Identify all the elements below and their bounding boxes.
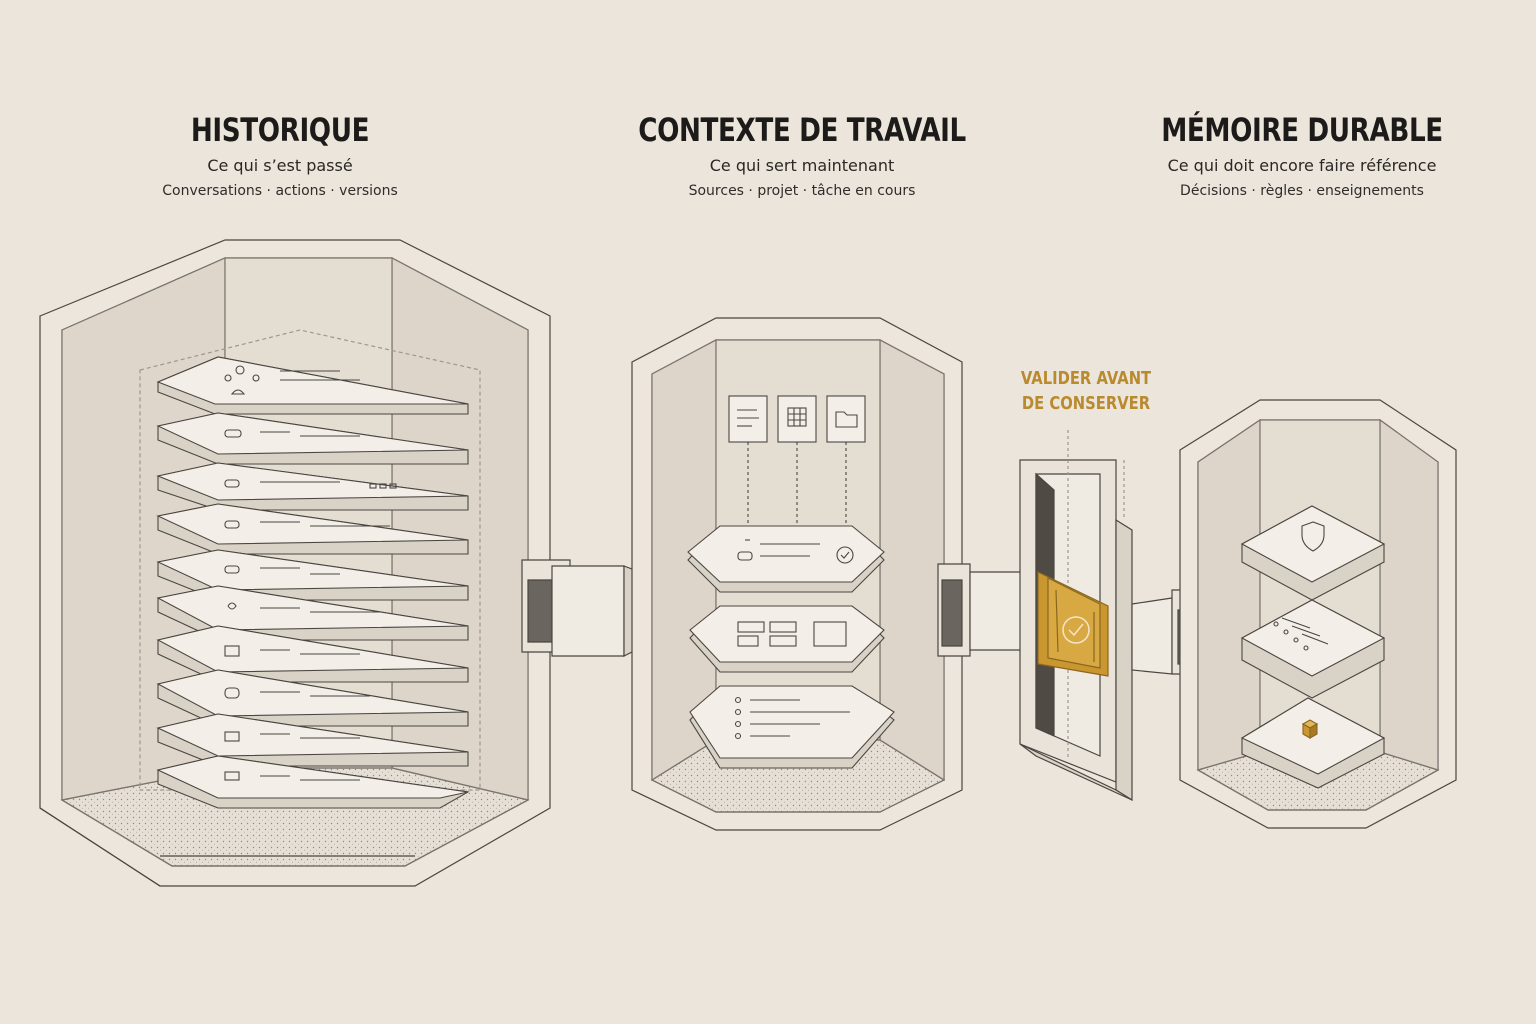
- history-tray-stack: [156, 356, 470, 809]
- grid-icon: [777, 395, 817, 443]
- memory-layer-rules: [1240, 505, 1386, 601]
- memory-layer-lessons: [1240, 697, 1386, 789]
- contexte-title: CONTEXTE DE TRAVAIL: [638, 111, 966, 149]
- contexte-heading: CONTEXTE DE TRAVAIL Ce qui sert maintena…: [572, 108, 1032, 199]
- memoire-subtitle: Ce qui doit encore faire référence: [1167, 156, 1437, 175]
- context-tray-project: [689, 605, 885, 673]
- gate-panel[interactable]: [1037, 571, 1109, 677]
- historique-detail: Conversations · actions · versions: [162, 183, 398, 199]
- shield-icon: [1301, 521, 1325, 552]
- validation-gate[interactable]: [1019, 430, 1133, 802]
- check-circle-icon: [1062, 616, 1090, 644]
- context-source-icons: [728, 395, 866, 540]
- history-tray: [156, 755, 470, 809]
- history-tray: [156, 669, 469, 727]
- contexte-detail: Sources · projet · tâche en cours: [688, 183, 916, 199]
- history-tray: [156, 713, 469, 767]
- document-icon: [728, 395, 768, 443]
- historique-subtitle: Ce qui s’est passé: [207, 156, 353, 175]
- history-tray: [156, 356, 469, 415]
- gate-label: VALIDER AVANT DE CONSERVER: [1020, 366, 1151, 416]
- memory-layer-decisions: [1240, 599, 1386, 699]
- gate-label-line1: VALIDER AVANT: [1020, 368, 1152, 389]
- context-tray-task: [687, 525, 885, 593]
- historique-heading: HISTORIQUE Ce qui s’est passé Conversati…: [50, 108, 510, 199]
- history-tray: [156, 462, 469, 511]
- folder-icon: [826, 395, 866, 443]
- history-tray: [156, 503, 469, 555]
- memoire-heading: MÉMOIRE DURABLE Ce qui doit encore faire…: [1072, 108, 1532, 199]
- memoire-title: MÉMOIRE DURABLE: [1161, 111, 1443, 149]
- context-trays: [687, 525, 895, 769]
- contexte-subtitle: Ce qui sert maintenant: [709, 156, 895, 175]
- context-tray-sources: [689, 685, 895, 769]
- gate-label-line2: DE CONSERVER: [1021, 393, 1151, 414]
- connector-historique-contexte: [521, 559, 641, 657]
- memoire-detail: Décisions · règles · enseignements: [1180, 183, 1424, 199]
- memory-layers: [1240, 505, 1386, 789]
- connector-contexte-gate: [937, 563, 1035, 657]
- historique-title: HISTORIQUE: [190, 111, 370, 149]
- history-tray: [156, 412, 469, 465]
- history-tray: [156, 625, 469, 683]
- history-tray: [156, 549, 469, 601]
- checklist-icon: [1273, 617, 1329, 651]
- history-tray: [156, 585, 469, 641]
- cube-icon: [1301, 719, 1319, 739]
